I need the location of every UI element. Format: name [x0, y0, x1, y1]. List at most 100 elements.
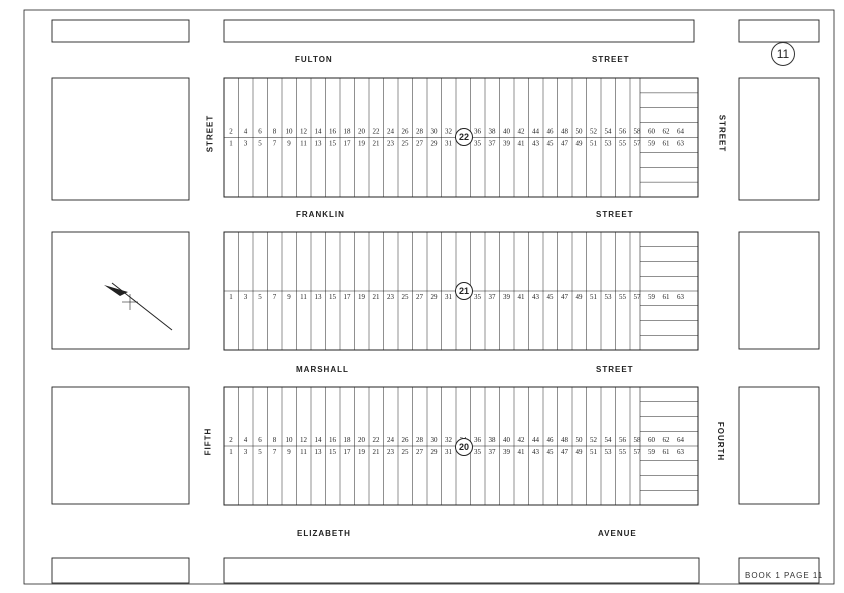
- lot-number: 28: [416, 128, 424, 136]
- lot-number: 10: [286, 128, 294, 136]
- sheet-number: 11: [771, 42, 795, 66]
- lot-number: 63: [677, 448, 685, 456]
- lot-number: 58: [634, 436, 642, 444]
- lot-number: 18: [344, 128, 352, 136]
- block-number-21: 21: [455, 282, 473, 300]
- lot-number: 38: [489, 128, 497, 136]
- lot-number: 51: [590, 293, 598, 301]
- adjacent-block-outline: [51, 19, 190, 43]
- lot-number: 57: [634, 140, 642, 148]
- lot-number: 5: [258, 293, 262, 301]
- lot-number: 35: [474, 140, 482, 148]
- lot-number: 64: [677, 436, 685, 444]
- lot-number: 56: [619, 128, 627, 136]
- lot-number: 53: [605, 140, 613, 148]
- lot-number: 32: [445, 128, 453, 136]
- lot-number: 43: [532, 140, 540, 148]
- lot-number: 19: [358, 293, 366, 301]
- lot-number: 19: [358, 140, 366, 148]
- lot-number: 43: [532, 448, 540, 456]
- lot-number: 25: [402, 293, 410, 301]
- lot-number: 57: [634, 293, 642, 301]
- lot-number: 49: [576, 448, 584, 456]
- lot-number: 54: [605, 128, 613, 136]
- lot-number: 50: [576, 436, 584, 444]
- lot-number: 23: [387, 293, 395, 301]
- lot-number: 10: [286, 436, 294, 444]
- lot-number: 39: [503, 140, 511, 148]
- street-label-elizabeth: ELIZABETH: [297, 529, 351, 538]
- sheet-border: [23, 9, 835, 585]
- street-label-marshall: MARSHALL: [296, 365, 349, 374]
- lot-number: 11: [300, 293, 307, 301]
- lot-number: 29: [431, 448, 439, 456]
- lot-number: 38: [489, 436, 497, 444]
- street-label-fulton-suffix: STREET: [592, 55, 630, 64]
- lot-number: 37: [489, 293, 497, 301]
- lot-number: 43: [532, 293, 540, 301]
- lot-number: 41: [518, 448, 526, 456]
- block-number-22: 22: [455, 128, 473, 146]
- lot-number: 31: [445, 448, 453, 456]
- lot-number: 21: [373, 140, 381, 148]
- lot-number: 22: [373, 128, 381, 136]
- lot-number: 20: [358, 128, 366, 136]
- lot-number: 17: [344, 140, 352, 148]
- lot-number: 36: [474, 436, 482, 444]
- lot-number: 53: [605, 448, 613, 456]
- lot-number: 44: [532, 436, 540, 444]
- lot-number: 9: [287, 448, 291, 456]
- lot-number: 59: [648, 140, 656, 148]
- street-label-franklin: FRANKLIN: [296, 210, 345, 219]
- lot-number: 17: [344, 293, 352, 301]
- lot-number: 40: [503, 128, 511, 136]
- lot-number: 7: [273, 140, 277, 148]
- lot-number: 5: [258, 448, 262, 456]
- lot-number: 5: [258, 140, 262, 148]
- adjacent-block-outline: [738, 557, 820, 584]
- lot-number: 49: [576, 140, 584, 148]
- lot-number: 15: [329, 293, 337, 301]
- lot-number: 20: [358, 436, 366, 444]
- lot-number: 60: [648, 436, 656, 444]
- lot-number: 16: [329, 436, 337, 444]
- adjacent-block-outline: [738, 386, 820, 505]
- lot-number: 42: [518, 436, 526, 444]
- lot-number: 36: [474, 128, 482, 136]
- lot-number: 61: [663, 293, 671, 301]
- lot-number: 47: [561, 448, 569, 456]
- lot-number: 8: [273, 128, 277, 136]
- lot-number: 48: [561, 128, 569, 136]
- book-page-footer: BOOK 1 PAGE 11: [745, 571, 824, 580]
- lot-number: 49: [576, 293, 584, 301]
- street-label-fifth-lower: FIFTH: [203, 427, 213, 456]
- lot-number: 26: [402, 436, 410, 444]
- adjacent-block-outline: [738, 19, 820, 43]
- lot-number: 14: [315, 436, 323, 444]
- lot-number: 47: [561, 293, 569, 301]
- lot-number: 52: [590, 128, 598, 136]
- lot-number: 17: [344, 448, 352, 456]
- street-label-fourth-upper: STREET: [717, 114, 727, 153]
- street-label-fulton: FULTON: [295, 55, 333, 64]
- lot-number: 27: [416, 140, 424, 148]
- lot-number: 37: [489, 140, 497, 148]
- adjacent-block-outline: [51, 77, 190, 201]
- lot-number: 62: [663, 128, 671, 136]
- street-label-elizabeth-suffix: AVENUE: [598, 529, 637, 538]
- lot-number: 41: [518, 140, 526, 148]
- lot-number: 2: [229, 436, 233, 444]
- lot-number: 11: [300, 140, 307, 148]
- adjacent-block-outline: [223, 557, 700, 584]
- lot-number: 21: [373, 448, 381, 456]
- lot-number: 27: [416, 448, 424, 456]
- lot-number: 45: [547, 293, 555, 301]
- lot-number: 31: [445, 293, 453, 301]
- lot-number: 59: [648, 448, 656, 456]
- lot-number: 56: [619, 436, 627, 444]
- lot-number: 12: [300, 436, 308, 444]
- lot-number: 6: [258, 436, 262, 444]
- lot-number: 21: [373, 293, 381, 301]
- lot-number: 60: [648, 128, 656, 136]
